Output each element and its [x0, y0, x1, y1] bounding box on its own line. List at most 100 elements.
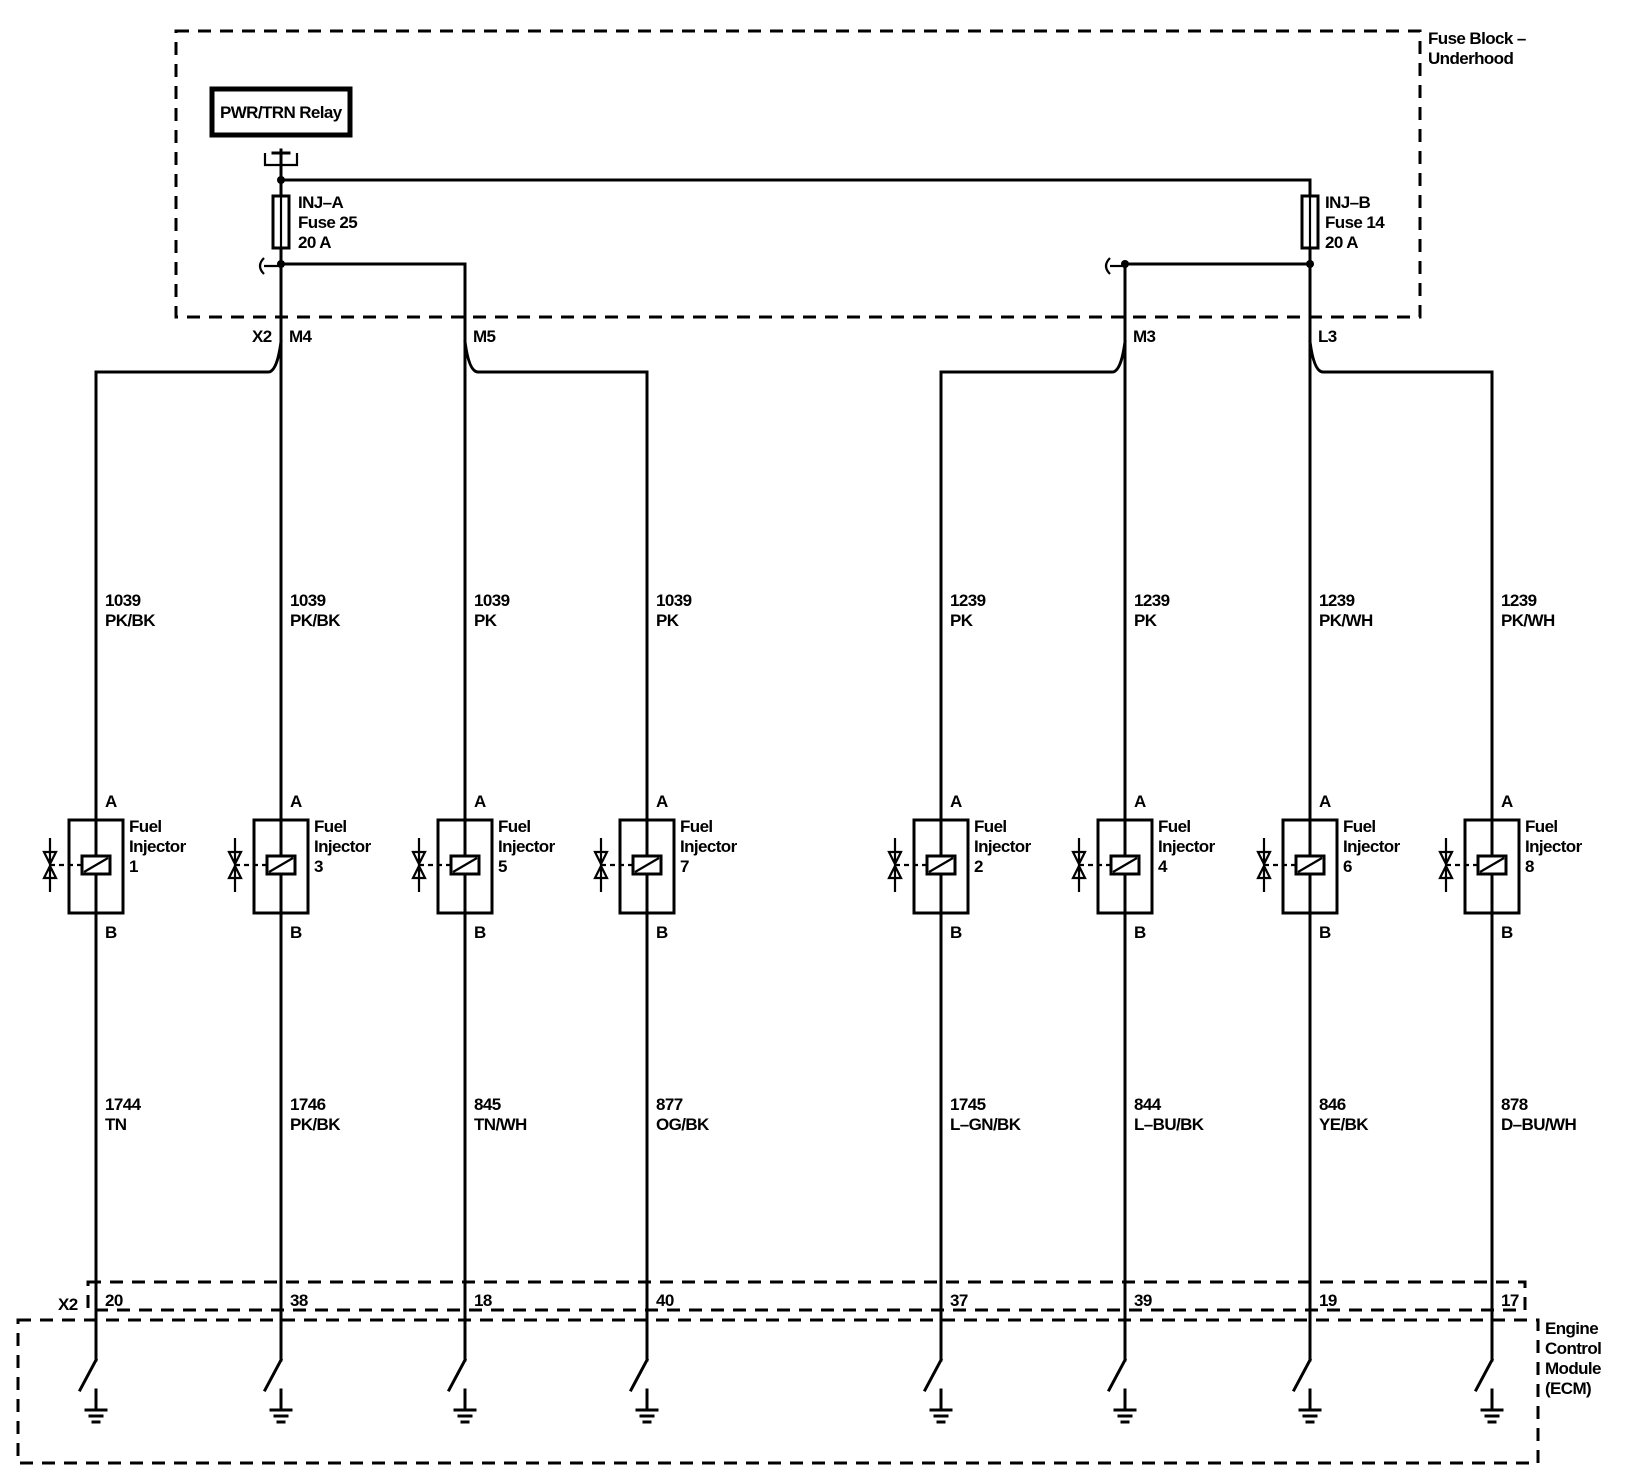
- relay-box: [209, 86, 353, 138]
- valve-icon: [1438, 838, 1454, 892]
- solenoid-slash: [1112, 857, 1138, 873]
- ground-icon: [1113, 1408, 1137, 1424]
- ecm-driver-switch: [1291, 1357, 1313, 1393]
- ground-icon: [453, 1408, 477, 1424]
- wire-b-color: PK/BK: [290, 1115, 341, 1134]
- ecm-pin-label: 37: [950, 1291, 968, 1310]
- connector-arc-right: [1104, 257, 1111, 275]
- wire-feed-injector-8: [1308, 340, 1494, 1362]
- pin-b-label: B: [950, 923, 962, 942]
- wire-a-color: PK/WH: [1501, 611, 1555, 630]
- pin-b-label: B: [105, 923, 117, 942]
- injector-label-line1: Fuel: [1343, 817, 1376, 836]
- ecm-pin-label: 38: [290, 1291, 308, 1310]
- valve-icon: [887, 838, 903, 892]
- pin-a-label: A: [105, 792, 117, 811]
- ecm-driver-switch: [446, 1357, 468, 1393]
- fuse-inj-a-rating: 20 A: [298, 233, 331, 252]
- wire-a-circuit: 1039: [656, 591, 692, 610]
- injector-label-line1: Fuel: [498, 817, 531, 836]
- injector-number: 3: [314, 857, 323, 876]
- ecm-driver-switch: [922, 1357, 944, 1393]
- ecm-label-line3: Module: [1545, 1359, 1601, 1378]
- wire-b-circuit: 845: [474, 1095, 501, 1114]
- wire-b-color: YE/BK: [1319, 1115, 1369, 1134]
- wire-a-color: PK: [656, 611, 680, 630]
- injector-label-line1: Fuel: [680, 817, 713, 836]
- connector-l3: L3: [1318, 327, 1337, 346]
- engine-control-module: X2 Engine Control Module (ECM): [16, 1280, 1602, 1465]
- injector-number: 7: [680, 857, 689, 876]
- valve-icon: [42, 838, 58, 892]
- wire-b-color: TN: [105, 1115, 127, 1134]
- injector-number: 1: [129, 857, 138, 876]
- ecm-pin-label: 40: [656, 1291, 674, 1310]
- pin-b-label: B: [1501, 923, 1513, 942]
- injector-label-line2: Injector: [314, 837, 372, 856]
- solenoid-slash: [928, 857, 954, 873]
- wire-b-circuit: 878: [1501, 1095, 1528, 1114]
- ecm-driver-switch: [1473, 1357, 1495, 1393]
- pin-a-label: A: [474, 792, 486, 811]
- wire-b-circuit: 1745: [950, 1095, 986, 1114]
- wire-a-color: PK: [474, 611, 498, 630]
- injector-label-line1: Fuel: [314, 817, 347, 836]
- solenoid-slash: [452, 857, 478, 873]
- relay-label: PWR/TRN Relay: [220, 103, 343, 122]
- ground-icon: [635, 1408, 659, 1424]
- wire-b-circuit: 1744: [105, 1095, 142, 1114]
- wire-feed-injector-2: [939, 340, 1127, 1362]
- wire-a-circuit: 1239: [950, 591, 986, 610]
- pwr-trn-relay: PWR/TRN Relay: [209, 86, 353, 184]
- ecm-driver-switch: [77, 1357, 99, 1393]
- pin-b-label: B: [474, 923, 486, 942]
- fuse-block-outline: [174, 29, 1422, 319]
- connector-m3: M3: [1133, 327, 1156, 346]
- ground-icon: [269, 1408, 293, 1424]
- injector-label-line1: Fuel: [1525, 817, 1558, 836]
- wire-a-circuit: 1039: [474, 591, 510, 610]
- fuse-block-underhood: Fuse Block – Underhood: [174, 29, 1526, 319]
- wire-a-circuit: 1239: [1501, 591, 1537, 610]
- solenoid-slash: [634, 857, 660, 873]
- injector-label-line2: Injector: [129, 837, 187, 856]
- ecm-pin-label: 17: [1501, 1291, 1519, 1310]
- injector-label-line2: Injector: [498, 837, 556, 856]
- fuse-inj-a-name: INJ–A: [298, 193, 344, 212]
- fuse-inj-b-name: INJ–B: [1325, 193, 1371, 212]
- wire-a-circuit: 1239: [1134, 591, 1170, 610]
- ecm-driver-switch: [262, 1357, 284, 1393]
- ground-icon: [929, 1408, 953, 1424]
- pin-b-label: B: [1319, 923, 1331, 942]
- ecm-pin-label: 20: [105, 1291, 123, 1310]
- wire-a-circuit: 1039: [105, 591, 141, 610]
- ecm-pin-label: 18: [474, 1291, 492, 1310]
- wire-b-circuit: 877: [656, 1095, 683, 1114]
- pin-b-label: B: [1134, 923, 1146, 942]
- injector-label-line1: Fuel: [974, 817, 1007, 836]
- wire-b-color: OG/BK: [656, 1115, 710, 1134]
- injector-columns: 1039PK/BKABFuelInjector11744TN201039PK/B…: [42, 591, 1583, 1424]
- pin-a-label: A: [1134, 792, 1146, 811]
- valve-icon: [411, 838, 427, 892]
- valve-icon: [1071, 838, 1087, 892]
- injector-number: 6: [1343, 857, 1352, 876]
- solenoid-slash: [1479, 857, 1505, 873]
- wire-feed-injector-7: [463, 340, 649, 1362]
- injector-number: 8: [1525, 857, 1534, 876]
- pin-a-label: A: [1319, 792, 1331, 811]
- ecm-label-line4: (ECM): [1545, 1379, 1591, 1398]
- wire-b-color: L–BU/BK: [1134, 1115, 1205, 1134]
- pin-a-label: A: [656, 792, 668, 811]
- pin-a-label: A: [950, 792, 962, 811]
- ground-icon: [84, 1408, 108, 1424]
- wire-b-color: TN/WH: [474, 1115, 527, 1134]
- wire-b-circuit: 844: [1134, 1095, 1162, 1114]
- connector-arc-left: [258, 257, 265, 275]
- wire-b-circuit: 846: [1319, 1095, 1346, 1114]
- wire-a-color: PK: [1134, 611, 1158, 630]
